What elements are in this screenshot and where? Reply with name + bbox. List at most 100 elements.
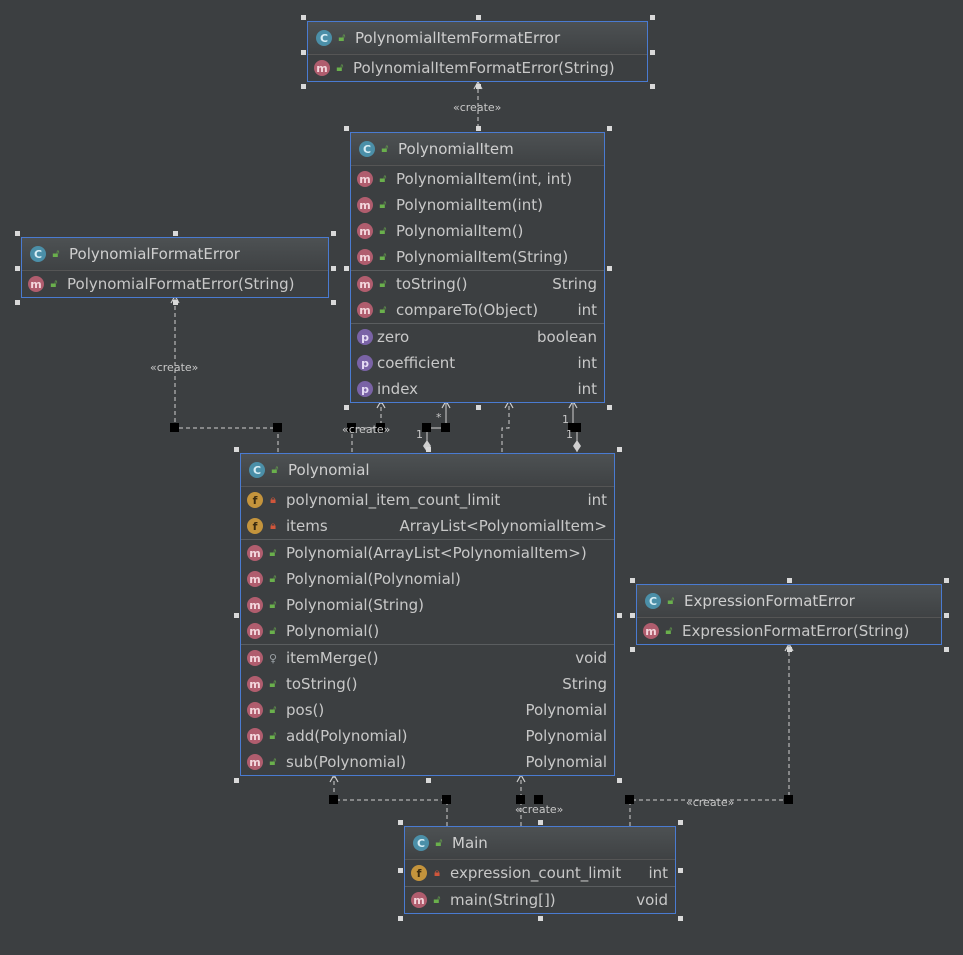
method-row[interactable]: m🔓︎compareTo(Object)int [351, 297, 604, 323]
selection-handle[interactable] [787, 647, 792, 652]
method-row[interactable]: m 🔓︎ PolynomialItemFormatError(String) [308, 55, 647, 81]
method-icon: m [247, 597, 263, 613]
selection-handle[interactable] [630, 578, 635, 583]
selection-handle[interactable] [607, 126, 612, 131]
selection-handle[interactable] [617, 778, 622, 783]
class-name: ExpressionFormatError [684, 592, 855, 610]
selection-handle[interactable] [944, 613, 949, 618]
selection-handle[interactable] [617, 613, 622, 618]
selection-handle[interactable] [630, 647, 635, 652]
method-row[interactable]: m♀︎itemMerge()void [241, 645, 614, 671]
selection-handle[interactable] [234, 778, 239, 783]
class-icon: C [359, 141, 375, 157]
class-polynomial-item-format-error[interactable]: C 🔓︎ PolynomialItemFormatError m 🔓︎ Poly… [307, 21, 648, 82]
selection-handle[interactable] [944, 647, 949, 652]
selection-handle[interactable] [630, 613, 635, 618]
selection-handle[interactable] [398, 916, 403, 921]
public-icon: 🔓︎ [269, 598, 277, 611]
public-icon: 🔓︎ [379, 250, 387, 263]
selection-handle[interactable] [787, 578, 792, 583]
selection-handle[interactable] [234, 613, 239, 618]
selection-handle[interactable] [678, 868, 683, 873]
selection-handle[interactable] [678, 916, 683, 921]
selection-handle[interactable] [607, 405, 612, 410]
selection-handle[interactable] [344, 266, 349, 271]
method-row[interactable]: m🔓︎sub(Polynomial)Polynomial [241, 749, 614, 775]
selection-handle[interactable] [173, 231, 178, 236]
selection-handle[interactable] [344, 126, 349, 131]
constructor-row[interactable]: m🔓︎PolynomialItem(String) [351, 244, 604, 270]
selection-handle[interactable] [426, 778, 431, 783]
method-name: sub(Polynomial) [286, 753, 407, 771]
method-name: toString() [286, 675, 358, 693]
edge-poly-dep-item [501, 403, 510, 452]
class-polynomial[interactable]: C 🔓︎ Polynomial f🔒︎polynomial_item_count… [240, 453, 615, 776]
selection-handle[interactable] [301, 84, 306, 89]
method-row[interactable]: m🔓︎main(String[])void [405, 887, 675, 913]
selection-handle[interactable] [331, 231, 336, 236]
selection-handle[interactable] [398, 868, 403, 873]
public-icon: 🔓︎ [338, 31, 346, 44]
selection-handle[interactable] [476, 84, 481, 89]
selection-handle[interactable] [331, 266, 336, 271]
constructor-row[interactable]: m🔓︎Polynomial(Polynomial) [241, 566, 614, 592]
method-row[interactable]: m 🔓︎ ExpressionFormatError(String) [637, 618, 941, 644]
selection-handle[interactable] [426, 447, 431, 452]
method-row[interactable]: m🔓︎pos()Polynomial [241, 697, 614, 723]
selection-handle[interactable] [617, 447, 622, 452]
edge-main-create-exprerror [629, 646, 790, 826]
edge-label-multiplicity: * [436, 411, 442, 424]
constructor-name: Polynomial(Polynomial) [286, 570, 461, 588]
selection-handle[interactable] [301, 50, 306, 55]
selection-handle[interactable] [678, 820, 683, 825]
private-lock-icon: 🔒︎ [270, 493, 276, 506]
constructor-row[interactable]: m🔓︎Polynomial() [241, 618, 614, 644]
selection-handle[interactable] [538, 820, 543, 825]
public-icon: 🔓︎ [269, 703, 277, 716]
selection-handle[interactable] [944, 578, 949, 583]
selection-handle[interactable] [173, 300, 178, 305]
selection-handle[interactable] [398, 820, 403, 825]
method-row[interactable]: m🔓︎toString()String [241, 671, 614, 697]
selection-handle[interactable] [331, 300, 336, 305]
method-row[interactable]: m🔓︎add(Polynomial)Polynomial [241, 723, 614, 749]
selection-handle[interactable] [344, 405, 349, 410]
selection-handle[interactable] [476, 126, 481, 131]
selection-handle[interactable] [538, 916, 543, 921]
selection-handle[interactable] [476, 15, 481, 20]
class-polynomial-format-error[interactable]: C 🔓︎ PolynomialFormatError m 🔓︎ Polynomi… [21, 237, 329, 298]
selection-handle[interactable] [15, 300, 20, 305]
public-icon: 🔓︎ [665, 624, 673, 637]
selection-handle[interactable] [650, 50, 655, 55]
selection-handle[interactable] [650, 15, 655, 20]
selection-handle[interactable] [234, 447, 239, 452]
constructor-row[interactable]: m🔓︎PolynomialItem(int) [351, 192, 604, 218]
field-type: int [648, 864, 668, 882]
selection-handle[interactable] [650, 84, 655, 89]
property-type: boolean [537, 328, 597, 346]
class-polynomial-item[interactable]: C 🔓︎ PolynomialItem m🔓︎PolynomialItem(in… [350, 132, 605, 403]
method-row[interactable]: m🔓︎toString()String [351, 271, 604, 297]
selection-handle[interactable] [15, 231, 20, 236]
constructor-row[interactable]: m🔓︎PolynomialItem() [351, 218, 604, 244]
constructor-row[interactable]: m🔓︎PolynomialItem(int, int) [351, 166, 604, 192]
selection-handle[interactable] [301, 15, 306, 20]
class-expression-format-error[interactable]: C 🔓︎ ExpressionFormatError m 🔓︎ Expressi… [636, 584, 942, 645]
selection-handle[interactable] [476, 405, 481, 410]
constructor-row[interactable]: m🔓︎Polynomial(ArrayList<PolynomialItem>) [241, 540, 614, 566]
method-icon: m [314, 60, 330, 76]
method-type: int [577, 301, 597, 319]
selection-handle[interactable] [15, 266, 20, 271]
method-row[interactable]: m 🔓︎ PolynomialFormatError(String) [22, 271, 328, 297]
selection-handle[interactable] [607, 266, 612, 271]
method-type: String [562, 675, 607, 693]
constructor-row[interactable]: m🔓︎Polynomial(String) [241, 592, 614, 618]
